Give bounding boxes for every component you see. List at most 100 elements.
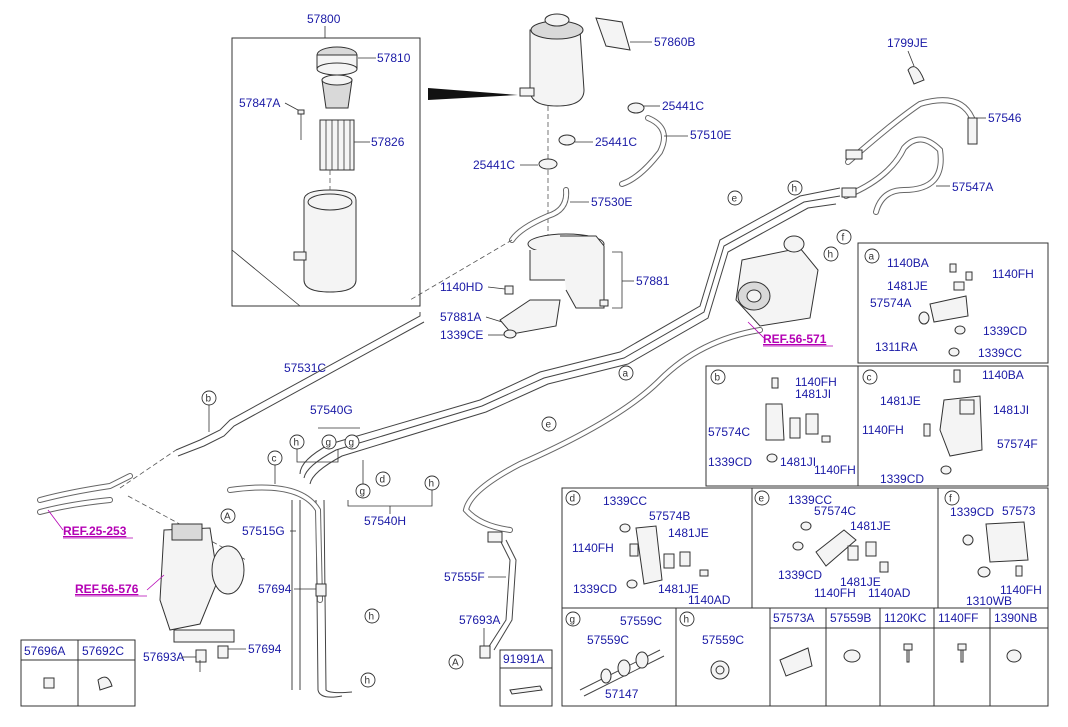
label-57800: 57800 [307,12,341,26]
label-57515G: 57515G [242,524,285,538]
label-57530E: 57530E [591,195,632,209]
table-cell-4: 1390NB [994,611,1037,625]
panel-c-label-3: 1140FH [862,423,904,437]
pipe-bundle [175,187,841,698]
panel-c-letter: c [867,373,872,384]
table-small-cell: 91991A [503,652,544,666]
panel-a-label-0: 1140BA [887,256,929,270]
callout-d: d [380,475,386,486]
panel-g-label-1: 57559C [587,633,629,647]
table-cell-3: 1140FF [938,611,978,625]
panel-d-label-5: 1481JE [658,582,699,596]
panel-c-label-1: 1481JE [880,394,921,408]
panel-c-label-0: 1140BA [982,368,1024,382]
panel-b-letter: b [715,373,721,384]
panel-g-label-0: 57559C [620,614,662,628]
panel-f-label-1: 57573 [1002,504,1036,518]
label-57826: 57826 [371,135,405,149]
label-57694-b: 57694 [248,642,282,656]
parts-table-bottom-right: 57573A 57559B 1120KC 1140FF 1390NB [769,607,1049,707]
gear-box [159,523,327,663]
panel-a-label-6: 1339CC [978,346,1022,360]
reservoir-assembled [409,13,667,301]
table-left-cell-1: 57692C [82,644,124,658]
label-57540H: 57540H [364,514,406,528]
label-57860B: 57860B [654,35,695,49]
callouts: b c e a e h f h h g g g d h h h A A [201,180,852,688]
panel-b-label-0: 1140FH [795,375,837,389]
parts-table-small: 91991A [499,649,553,707]
detail-panel-a: a 1140BA 1140FH 1481JE 57574A 1339CD 131… [857,242,1049,364]
label-57510E: 57510E [690,128,731,142]
panel-e-label-5: 1140FH [814,586,856,600]
panel-c-label-5: 1339CD [880,472,924,486]
callout-h4: h [429,479,435,490]
callout-e2: e [546,420,552,431]
panel-f-label-0: 1339CD [950,505,994,519]
callout-g1: g [326,438,332,449]
parts-table-bottom-left: 57696A 57692C [20,639,136,707]
label-57546: 57546 [988,111,1022,125]
callout-A2: A [452,658,459,669]
label-57540G: 57540G [310,403,353,417]
detail-panel-f: f 1339CD 57573 1310WB 1140FH [937,487,1049,609]
panel-g-letter: g [570,615,576,626]
panel-b-label-4: 1481JI [780,455,816,469]
detail-panel-b: b 1140FH 1481JI 57574C 1339CD 1481JI 114… [705,365,859,487]
label-57847A: 57847A [239,96,280,110]
panel-f-letter: f [949,494,952,505]
callout-c: c [272,454,277,465]
callout-e: e [732,194,738,205]
ref-56-571-link[interactable]: REF.56-571 [763,332,827,346]
main-labels: 57800 57810 57847A 57826 57860B 25441C 2… [143,12,1022,672]
panel-h-label-0: 57559C [702,633,744,647]
label-57531C: 57531C [284,361,326,375]
callout-h1: h [792,184,798,195]
table-cell-2: 1120KC [884,611,927,625]
panel-a-label-5: 1311RA [875,340,917,354]
panel-b-label-5: 1140FH [814,463,856,477]
panel-e-label-2: 1481JE [850,519,891,533]
panel-a-letter: a [869,252,875,263]
panel-f-label-2: 1310WB [966,594,1012,608]
label-1140HD: 1140HD [440,280,483,294]
label-57810: 57810 [377,51,411,65]
panel-e-letter: e [759,494,765,505]
panel-a-label-1: 1140FH [992,267,1034,281]
label-57693A-a: 57693A [459,613,500,627]
callout-g3: g [360,487,366,498]
panel-d-letter: d [570,494,576,505]
panel-e-label-1: 57574C [814,504,856,518]
callout-h3: h [294,438,300,449]
left-hoses [37,449,247,561]
panel-e-label-3: 1339CD [778,568,822,582]
pump [735,235,819,327]
panel-d-label-1: 57574B [649,509,690,523]
panel-b-label-3: 1339CD [708,455,752,469]
panel-c-label-4: 57574F [997,437,1038,451]
table-left-cell-0: 57696A [24,644,65,658]
label-57694-a: 57694 [258,582,292,596]
ref-56-576-link[interactable]: REF.56-576 [75,582,139,596]
bracket-57881 [499,233,609,339]
callout-h6: h [365,676,371,687]
hoses-top-right [841,66,978,215]
reservoir-exploded-group [231,26,421,307]
label-57693A-b: 57693A [143,650,184,664]
callout-b: b [206,394,212,405]
panel-e-label-6: 1140AD [868,586,911,600]
filter-icon [319,119,355,171]
panel-f-label-3: 1140FH [1000,583,1042,597]
callout-h5: h [369,612,375,623]
detail-panel-h: h 57559C [675,607,771,707]
ref-25-253-link[interactable]: REF.25-253 [63,524,127,538]
callout-h2: h [828,250,834,261]
callout-a: a [623,369,629,380]
panel-b-label-2: 57574C [708,425,750,439]
panel-e-label-0: 1339CC [788,493,832,507]
detail-panel-e: e 1339CC 57574C 1481JE 1339CD 1481JE 114… [751,487,939,609]
panel-a-label-3: 57574A [870,296,911,310]
reservoir-body-icon [303,189,357,293]
callout-g2: g [349,438,355,449]
